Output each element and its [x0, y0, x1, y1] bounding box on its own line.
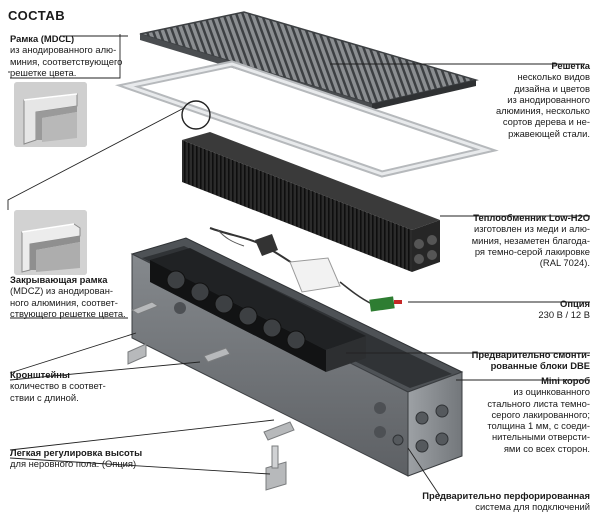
label-dbe-heading: Предварительно смонти- [471, 349, 590, 360]
label-mini-box-line: ями со всех сторон. [503, 442, 590, 454]
leader-lines [7, 34, 590, 497]
label-perforated-system: Предварительно перфорированная система д… [410, 490, 590, 513]
label-option-line: 230 В / 12 В [538, 309, 590, 321]
label-frame-mdcz-line: (MDCZ) из анодирован- [10, 285, 113, 297]
label-height-adjustment-heading: Легкая регулировка высоты [10, 447, 143, 458]
label-mini-box: Mini короб из оцинкованного стального ли… [460, 375, 590, 454]
label-frame-mdcz-line: ного алюминия, соответ- [10, 296, 118, 308]
frame-corner-photo-icon [14, 82, 87, 147]
label-mini-box-line: толщина 1 мм, с соеди- [487, 420, 590, 432]
label-frame-mdcz: Закрывающая рамка (MDCZ) из анодирован- … [10, 274, 140, 319]
label-brackets-line: ствии с длиной. [10, 391, 79, 403]
label-dbe: Предварительно смонти- рованные блоки DB… [440, 349, 590, 372]
label-grille-line: ржавеющей стали. [508, 127, 590, 139]
label-grille-line: дизайна и цветов [514, 82, 590, 94]
label-height-adjustment-line: для неровного пола. (Опция) [10, 458, 137, 470]
magnifier-circle-icon [181, 100, 211, 130]
label-frame-mdcz-heading: Закрывающая рамка [10, 274, 108, 285]
heat-exchanger [182, 132, 440, 272]
label-mini-box-line: стального листа темно- [487, 397, 590, 409]
label-frame-mdcl-line: из анодированного алю- [10, 44, 117, 56]
label-grille: Решетка несколько видов дизайна и цветов… [460, 60, 590, 139]
label-mini-box-line: нительными отверсти- [491, 431, 590, 443]
page-title: СОСТАВ [8, 8, 66, 23]
closing-frame-corner-photo-icon [14, 210, 87, 275]
label-perforated-system-line: система для подключений [475, 501, 590, 513]
label-height-adjustment: Легкая регулировка высоты для неровного … [10, 447, 160, 470]
label-mini-box-line: из оцинкованного [513, 386, 590, 398]
label-grille-line: сортов дерева и не- [502, 116, 590, 128]
label-frame-mdcl-line: решетке цвета. [10, 66, 77, 78]
dbe-fan-blocks [150, 248, 366, 372]
frame-mdcl [114, 60, 499, 178]
label-frame-mdcl-heading: Рамка (MDCL) [10, 33, 75, 44]
label-brackets: Кронштейны количество в соответ- ствии с… [10, 369, 130, 403]
label-mini-box-line: серого лакированного; [491, 408, 590, 420]
label-heat-exchanger: Теплообменник Low-H2O изготовлен из меди… [450, 212, 590, 268]
label-option-heading: Опция [560, 298, 590, 309]
label-frame-mdcl: Рамка (MDCL) из анодированного алю- мини… [10, 33, 135, 78]
label-grille-line: алюминия, несколько [495, 105, 590, 117]
label-brackets-heading: Кронштейны [10, 369, 70, 380]
label-frame-mdcz-line: ствующего решетке цвета. [10, 307, 126, 319]
option-electronics [209, 227, 402, 312]
label-heat-exchanger-line: изготовлен из меди и алю- [474, 223, 590, 235]
label-dbe-line: рованные блоки DBE [490, 360, 590, 372]
label-grille-line: несколько видов [517, 71, 590, 83]
label-heat-exchanger-heading: Теплообменник Low-H2O [473, 212, 590, 223]
label-brackets-line: количество в соответ- [10, 380, 106, 392]
label-option: Опция 230 В / 12 В [480, 298, 590, 321]
label-grille-line: из анодированного [507, 93, 590, 105]
brackets [127, 301, 295, 491]
label-heat-exchanger-line: ря темно-серой лакировке [474, 245, 590, 257]
label-frame-mdcl-line: миния, соответствующего [10, 55, 123, 67]
label-heat-exchanger-line: (RAL 7024). [539, 257, 590, 269]
label-heat-exchanger-line: миния, незаметен благода- [471, 234, 590, 246]
label-perforated-system-heading: Предварительно перфорированная [422, 490, 590, 501]
label-grille-heading: Решетка [551, 60, 590, 71]
label-mini-box-heading: Mini короб [541, 375, 590, 386]
grille [139, 11, 479, 110]
